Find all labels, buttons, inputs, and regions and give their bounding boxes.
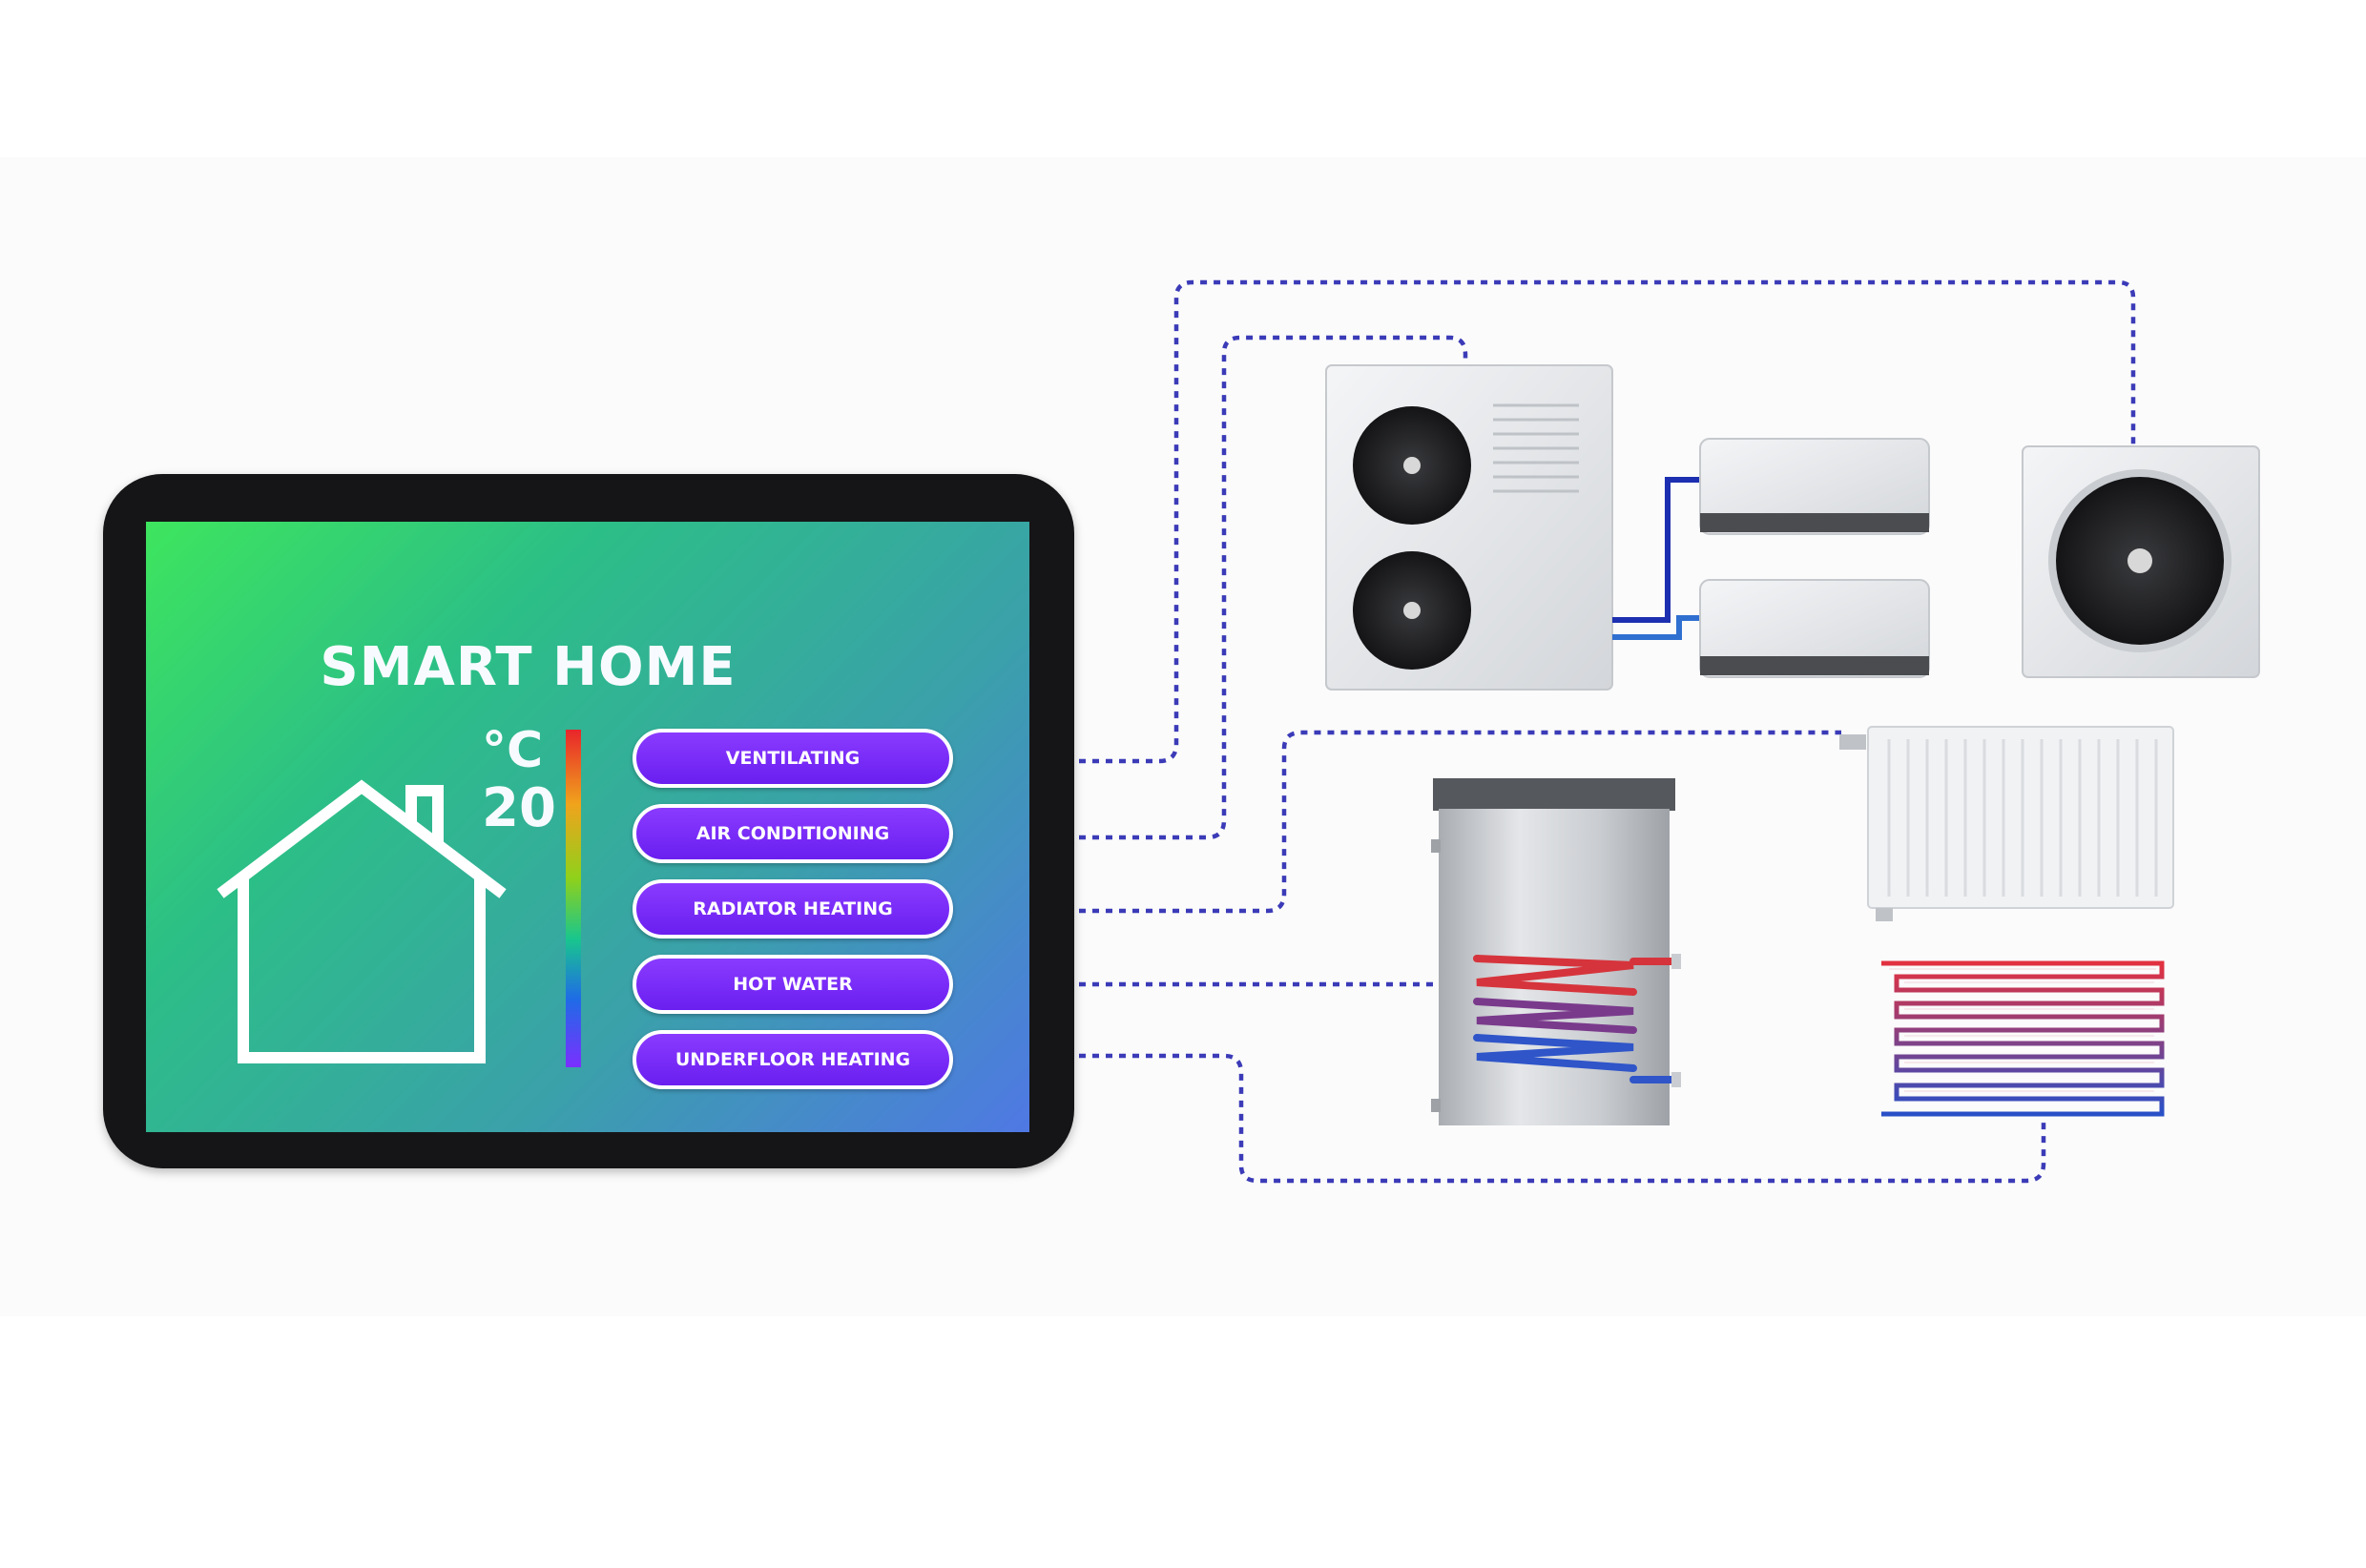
temperature-scale-bar xyxy=(566,730,581,1067)
outdoor-ac-unit-icon xyxy=(1325,364,1613,691)
house-icon xyxy=(217,779,507,1063)
connector-underfloor-heating xyxy=(959,1053,2046,1184)
underfloor-heating-button[interactable]: UNDERFLOOR HEATING xyxy=(633,1030,953,1089)
radiator-icon xyxy=(1839,726,2174,921)
temperature-value: 20 xyxy=(482,777,556,839)
split-indoor-unit-icon xyxy=(1699,438,1930,678)
page-title: SMART HOME xyxy=(320,636,737,698)
radiator-heating-button[interactable]: RADIATOR HEATING xyxy=(633,879,953,939)
hot-water-button[interactable]: HOT WATER xyxy=(633,955,953,1014)
underfloor-heating-coil-icon xyxy=(1881,960,2165,1117)
air-conditioning-button[interactable]: AIR CONDITIONING xyxy=(633,804,953,863)
tablet-device: SMART HOME °C 20 VENTILATING AIR CONDITI… xyxy=(103,474,1074,1168)
temperature-unit: °C xyxy=(482,722,544,779)
ventilating-button[interactable]: VENTILATING xyxy=(633,729,953,788)
tablet-screen: SMART HOME °C 20 VENTILATING AIR CONDITI… xyxy=(146,522,1029,1132)
connector-air-conditioning xyxy=(959,335,1468,840)
ventilation-fan-icon xyxy=(2022,445,2260,678)
connector-ventilating xyxy=(959,279,2136,764)
hot-water-tank-icon xyxy=(1431,778,1681,1125)
